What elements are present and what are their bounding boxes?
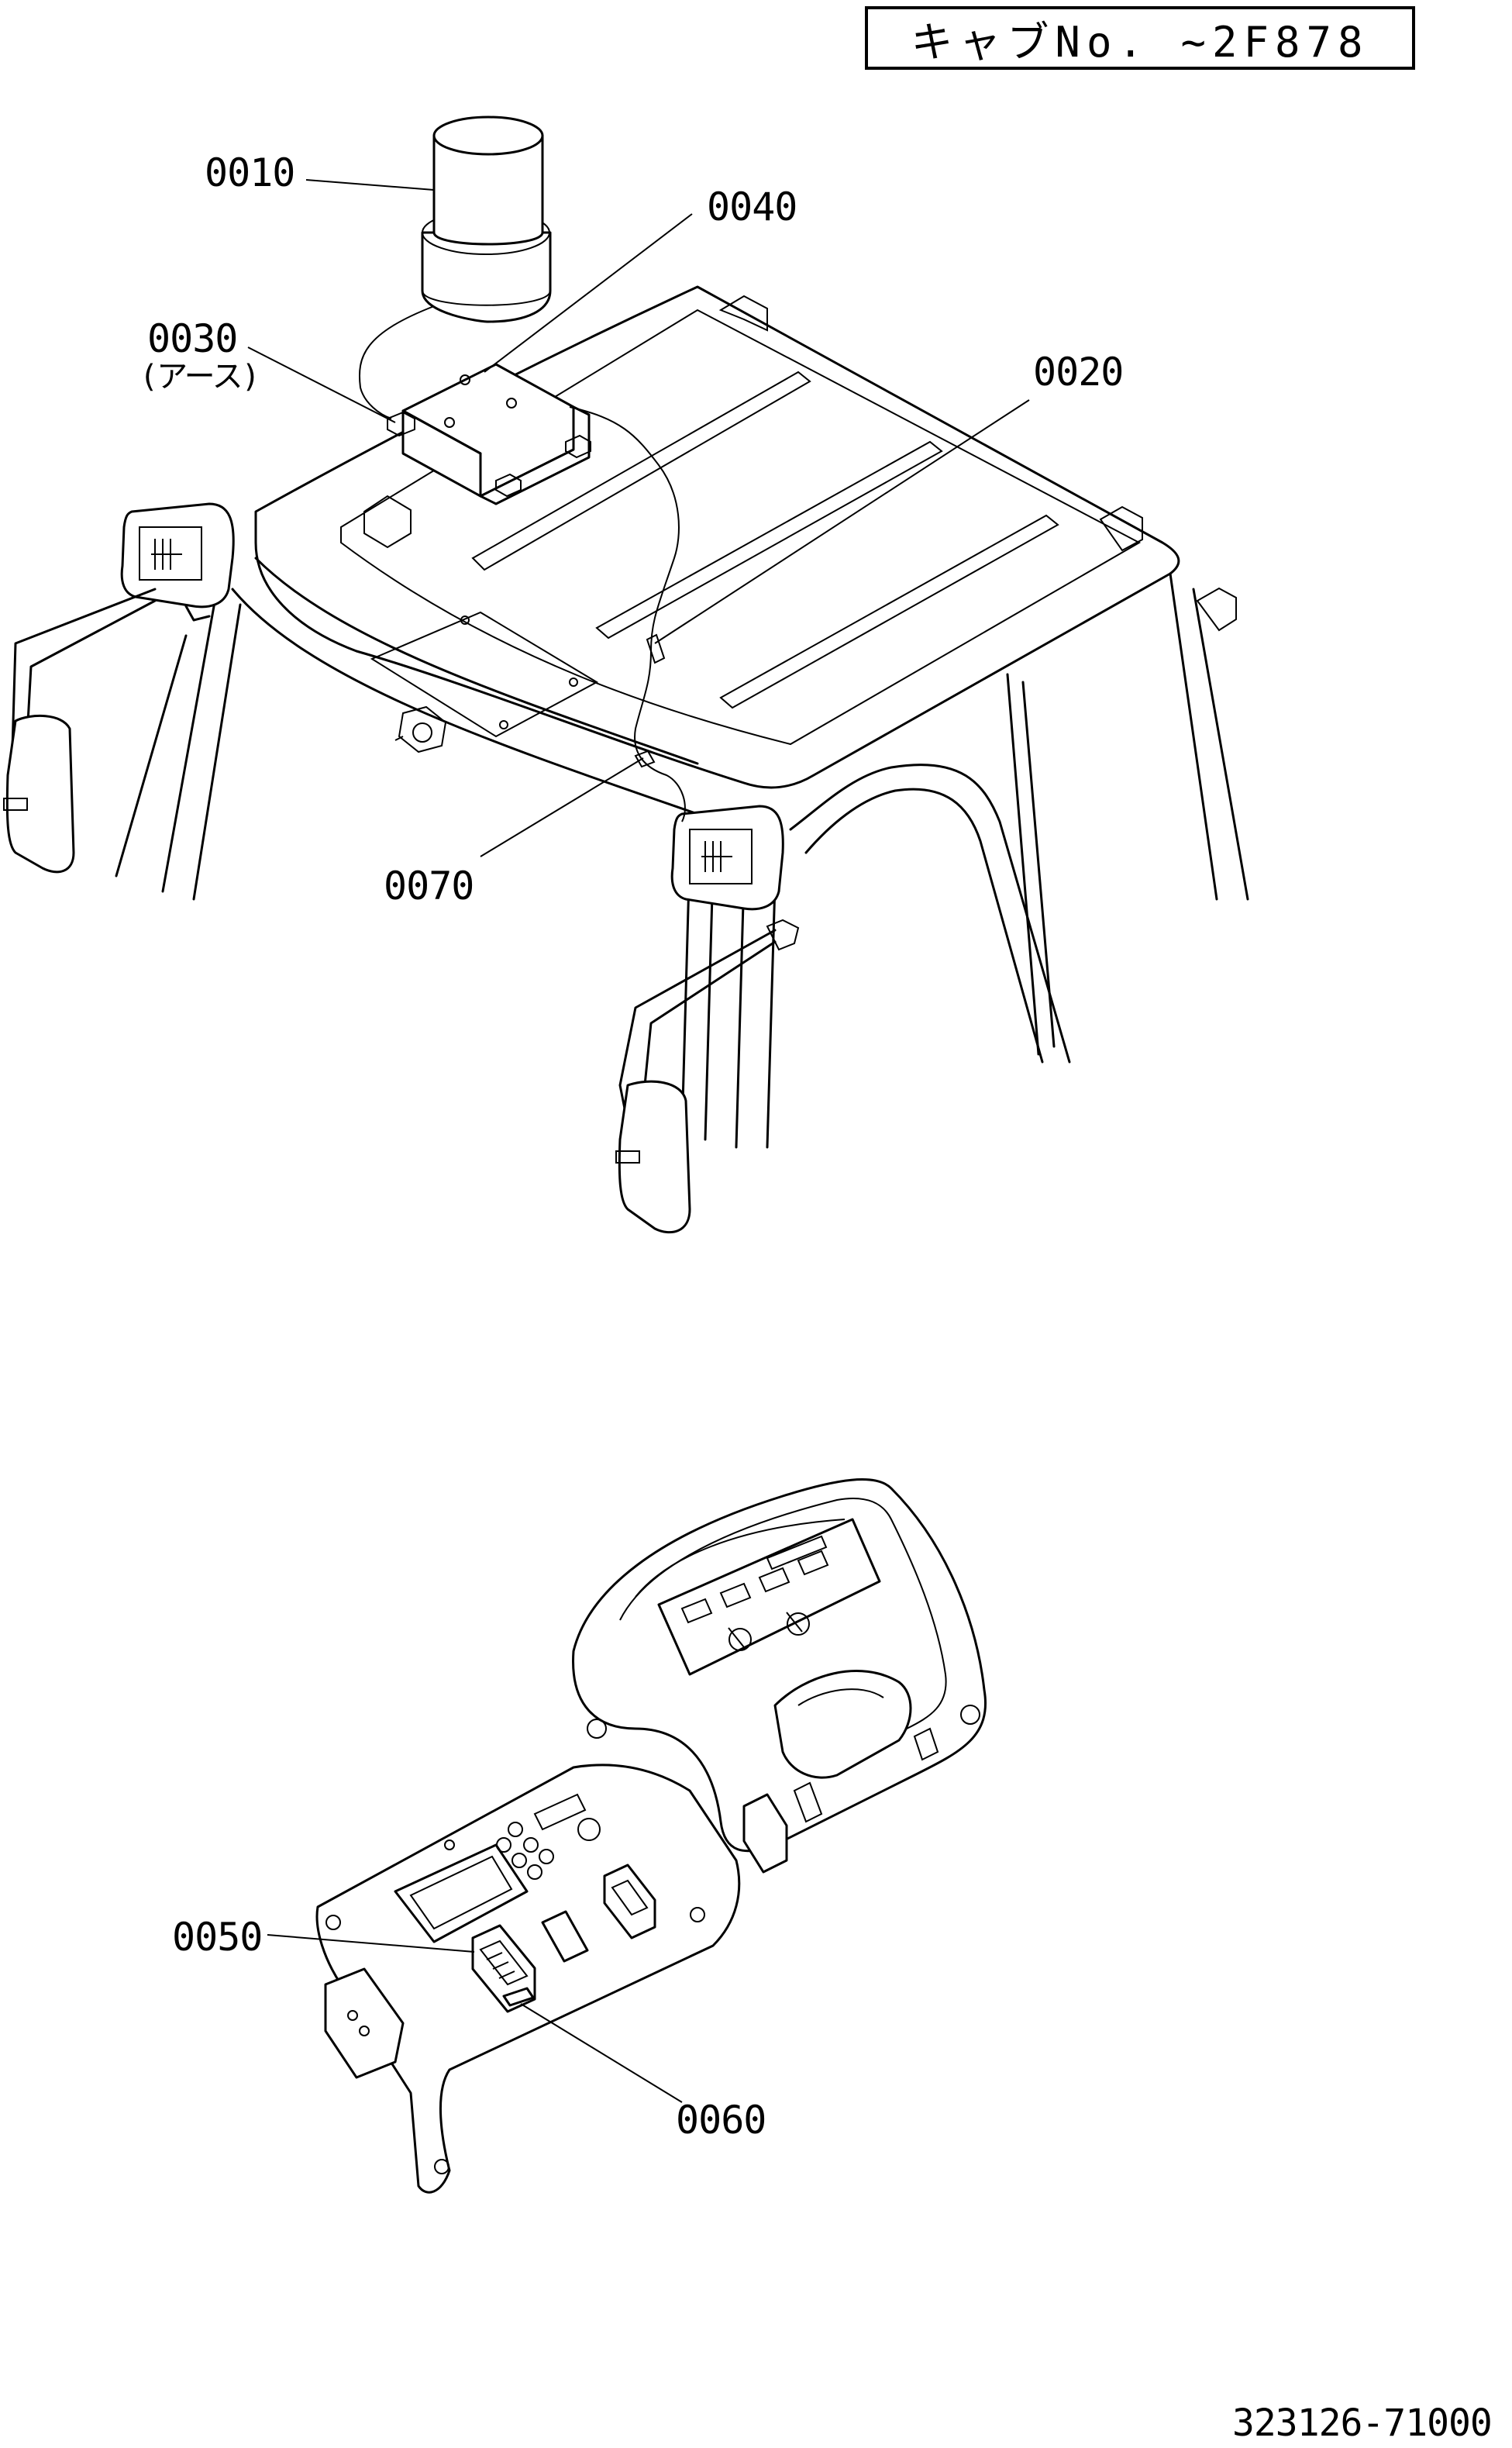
beacon-bracket	[387, 363, 591, 505]
bottom-leader-lines	[267, 1934, 683, 2103]
callout-0030: 0030	[147, 316, 238, 361]
left-work-lamp	[120, 502, 235, 622]
cab-range-box: キャブNo. ~2F878	[865, 6, 1415, 70]
callout-0050: 0050	[172, 1915, 263, 1960]
drawing-number: 323126-71000	[1232, 2401, 1493, 2445]
cab-roof-assembly	[3, 116, 1249, 1234]
callout-0020: 0020	[1033, 350, 1124, 395]
right-mirror	[615, 919, 800, 1234]
cab-range-label: キャブNo. ~2F878	[911, 17, 1369, 67]
left-mirror	[3, 588, 157, 874]
callout-0010: 0010	[205, 150, 295, 195]
callout-0040: 0040	[707, 184, 797, 229]
top-leader-lines	[247, 179, 1030, 857]
callout-0070: 0070	[384, 864, 474, 909]
right-work-lamp	[670, 805, 784, 911]
rotating-beacon	[421, 116, 552, 323]
operator-console-assembly	[315, 1478, 987, 2194]
callout-0060: 0060	[676, 2098, 766, 2143]
callout-0030-ground-note: (アース)	[139, 359, 260, 395]
